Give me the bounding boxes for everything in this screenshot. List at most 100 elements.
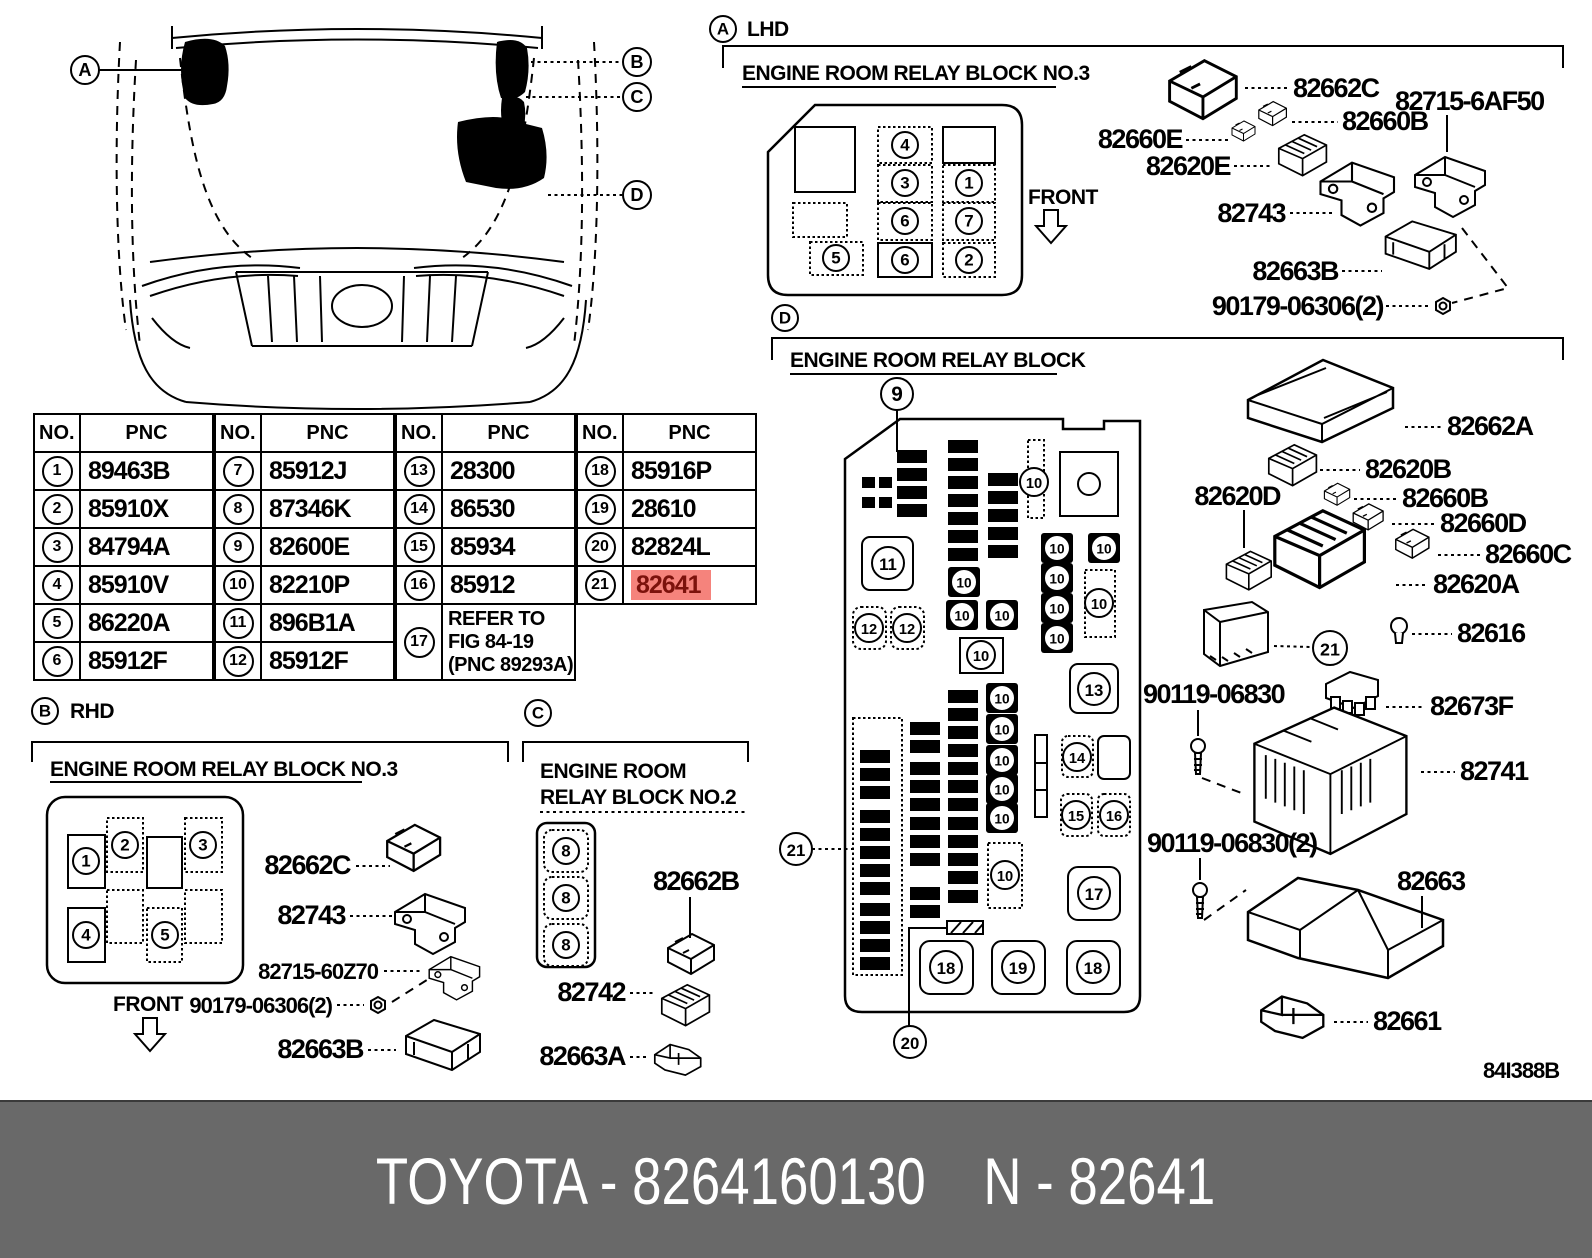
callout-18: 18 bbox=[929, 950, 963, 984]
callout-number: 17 bbox=[403, 626, 435, 658]
callout-8: 8 bbox=[552, 931, 580, 959]
callout-6: 6 bbox=[891, 207, 919, 235]
callout-10: 10 bbox=[1041, 533, 1073, 563]
location-blob-a bbox=[181, 38, 229, 106]
part-label: 82662C bbox=[264, 850, 351, 880]
diagram-canvas: LHD ENGINE ROOM RELAY BLOCK NO.3 FRONT E… bbox=[31, 15, 1573, 1083]
callout-10: 10 bbox=[986, 774, 1018, 804]
table-no-cell: 15 bbox=[395, 527, 443, 567]
table-pnc-cell: 85912F bbox=[79, 641, 214, 681]
svg-text:21: 21 bbox=[1320, 639, 1340, 659]
svg-text:5: 5 bbox=[831, 249, 840, 268]
part-bolt-90119-1 bbox=[1190, 738, 1206, 775]
part-label: 82663B bbox=[1252, 256, 1339, 286]
svg-text:18: 18 bbox=[937, 959, 956, 978]
table-no-cell: 3 bbox=[33, 527, 81, 567]
fuse-bars bbox=[860, 440, 1018, 970]
svg-text:5: 5 bbox=[160, 926, 169, 945]
part-82662c-b bbox=[386, 823, 442, 873]
callout-10: 10 bbox=[986, 745, 1018, 775]
part-nut-90179 bbox=[1435, 297, 1451, 315]
callout-10: 10 bbox=[1041, 563, 1073, 593]
part-82620e bbox=[1277, 133, 1328, 177]
part-82662a bbox=[1246, 358, 1395, 444]
callout-17: 17 bbox=[1077, 876, 1111, 910]
svg-text:6: 6 bbox=[900, 251, 909, 270]
callout-10: 10 bbox=[1088, 533, 1120, 563]
table-pnc-cell: 85912F bbox=[260, 641, 395, 681]
part-label: 82662A bbox=[1447, 411, 1534, 441]
svg-text:12: 12 bbox=[899, 622, 915, 638]
callout-10: 10 bbox=[986, 714, 1018, 744]
callout-18: 18 bbox=[1076, 950, 1110, 984]
callout-B: B bbox=[31, 697, 59, 725]
svg-text:10: 10 bbox=[1096, 542, 1112, 557]
table-pnc-cell: 87346K bbox=[260, 489, 395, 529]
part-label: 82743 bbox=[277, 900, 346, 930]
table-no-cell: 1 bbox=[33, 451, 81, 491]
part-label: 82660D bbox=[1440, 508, 1527, 538]
table-no-cell: 9 bbox=[214, 527, 262, 567]
callout-4: 4 bbox=[72, 921, 100, 949]
part-label: 90119-06830 bbox=[1143, 679, 1285, 709]
table-no-cell: 20 bbox=[576, 527, 624, 567]
part-label: 82715-6AF50 bbox=[1395, 86, 1544, 116]
svg-text:10: 10 bbox=[1049, 542, 1065, 557]
table-pnc-cell: 896B1A bbox=[260, 603, 395, 643]
table-no-cell: 11 bbox=[214, 603, 262, 643]
svg-text:14: 14 bbox=[1069, 751, 1086, 767]
part-label: 90179-06306(2) bbox=[1212, 291, 1384, 321]
table-no-cell: 4 bbox=[33, 565, 81, 605]
svg-text:13: 13 bbox=[1085, 681, 1104, 700]
svg-text:D: D bbox=[779, 309, 791, 328]
table-no-cell: 12 bbox=[214, 641, 262, 681]
part-82663a bbox=[653, 1043, 702, 1076]
callout-number: 21 bbox=[584, 569, 616, 601]
callout-number: 1 bbox=[41, 455, 73, 487]
location-blob-d bbox=[457, 117, 547, 189]
table-no-cell: 13 bbox=[395, 451, 443, 491]
svg-text:10: 10 bbox=[994, 609, 1010, 624]
callout-10: 10 bbox=[1041, 623, 1073, 653]
part-82715-60z70 bbox=[428, 955, 481, 1001]
part-82663b-top bbox=[1384, 220, 1457, 270]
callout-C: C bbox=[524, 699, 552, 727]
svg-text:10: 10 bbox=[954, 609, 970, 624]
front-label-b: FRONT bbox=[113, 993, 183, 1016]
callout-D: D bbox=[622, 180, 652, 210]
section-c-title-1: ENGINE ROOM bbox=[540, 760, 686, 783]
svg-text:6: 6 bbox=[900, 212, 909, 231]
part-label: 82741 bbox=[1460, 756, 1529, 786]
col-header-pnc: PNC bbox=[79, 413, 214, 453]
table-pnc-cell: 85912 bbox=[441, 565, 576, 605]
svg-text:10: 10 bbox=[994, 692, 1010, 707]
callout-1: 1 bbox=[955, 169, 983, 197]
callout-number: 15 bbox=[403, 531, 435, 563]
part-label: 82660C bbox=[1485, 539, 1572, 569]
table-pnc-cell: 85912J bbox=[260, 451, 395, 491]
part-label: 82715-60Z70 bbox=[258, 959, 379, 984]
table-pnc-cell: 82600E bbox=[260, 527, 395, 567]
svg-text:1: 1 bbox=[81, 852, 90, 871]
part-82742 bbox=[660, 983, 711, 1027]
table-no-cell: 21 bbox=[576, 565, 624, 605]
part-82661 bbox=[1260, 995, 1325, 1040]
callout-number: 12 bbox=[222, 645, 254, 677]
col-header-pnc: PNC bbox=[441, 413, 576, 453]
callout-number: 6 bbox=[41, 645, 73, 677]
part-82620b bbox=[1267, 443, 1318, 487]
part-label: 82620A bbox=[1433, 569, 1520, 599]
svg-text:10: 10 bbox=[994, 754, 1010, 769]
table-pnc-cell: 85910X bbox=[79, 489, 214, 529]
part-label: 82620B bbox=[1365, 454, 1452, 484]
location-blob-b bbox=[495, 40, 529, 100]
svg-text:C: C bbox=[532, 704, 544, 723]
table-pnc-cell: 82210P bbox=[260, 565, 395, 605]
part-82660e bbox=[1231, 120, 1256, 142]
